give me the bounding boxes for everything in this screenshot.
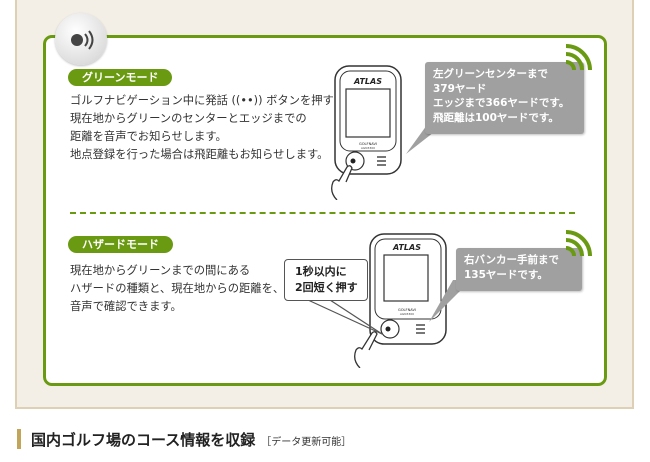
green-mode-label: グリーンモード	[68, 69, 173, 86]
green-mode-speech-bubble: 左グリーンセンターまで 379ヤード エッジまで366ヤードです。 飛距離は10…	[425, 62, 584, 134]
press-instruction-box: 1秒以内に 2回短く押す	[284, 259, 368, 301]
golf-navi-device-illustration: ATLAS GOLFNAVI AGN3300	[331, 65, 402, 200]
sound-wave-icon-2	[565, 230, 592, 257]
device-model-name: GOLFNAVI	[359, 142, 377, 146]
press-box-pointer	[307, 299, 383, 335]
hazard-mode-speech-bubble: 右バンカー手前まで 135ヤードです。	[456, 248, 582, 291]
course-info-section-heading: 国内ゴルフ場のコース情報を収録 ［データ更新可能］	[17, 428, 351, 450]
pressing-hand-icon-2	[354, 331, 378, 368]
device-model-number: AGN3300	[361, 146, 375, 150]
hazard-mode-label: ハザードモード	[68, 236, 173, 253]
hazard-mode-description: 現在地からグリーンまでの間にある ハザードの種類と、現在地からの距離を、 音声で…	[70, 264, 285, 313]
green-mode-description: ゴルフナビゲーション中に発話 ((••)) ボタンを押すと、 現在地からグリーン…	[70, 94, 356, 161]
golf-navi-device-illustration-2: ATLAS GOLFNAVI AGN3300	[354, 233, 447, 368]
device-model-number-2: AGN3300	[400, 312, 414, 316]
sound-wave-icon	[565, 44, 592, 71]
heading-accent-bar	[17, 429, 21, 449]
device-brand: ATLAS	[353, 77, 382, 86]
section-title: 国内ゴルフ場のコース情報を収録	[31, 430, 256, 449]
device-brand-2: ATLAS	[392, 243, 421, 252]
device-model-name-2: GOLFNAVI	[398, 308, 416, 312]
pressing-hand-icon	[331, 165, 353, 200]
section-subtitle: ［データ更新可能］	[261, 437, 352, 448]
dashed-divider	[70, 212, 575, 214]
speaker-voice-icon	[55, 13, 107, 65]
